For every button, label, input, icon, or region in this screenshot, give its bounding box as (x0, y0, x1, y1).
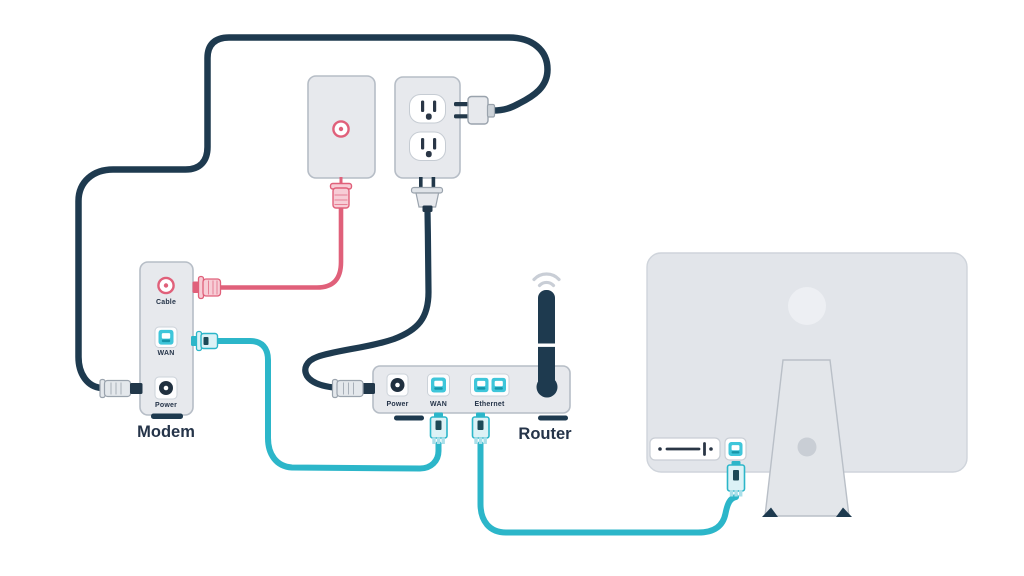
cable-router-ethernet-to-computer (477, 441, 739, 536)
coax-connector-modem (192, 275, 222, 300)
cable-outlet-to-router-power (302, 207, 432, 391)
modem-cable-port-label: Cable (156, 299, 176, 306)
rj45-port-icon (431, 377, 446, 393)
cables (75, 34, 739, 536)
router-power-inlet (362, 383, 375, 394)
router-foot-left (394, 415, 424, 421)
router-label: Router (518, 425, 572, 443)
power-connector-modem (99, 378, 143, 399)
power-plug-bottom (410, 177, 444, 212)
computer-ethernet-plug (726, 461, 746, 497)
monitor-foot-left (762, 507, 778, 517)
router-ethernet-plug (471, 412, 490, 444)
modem-power-port-label: Power (155, 402, 177, 409)
panel-dot2-icon (709, 447, 713, 451)
modem-wan-port: WAN (154, 326, 178, 357)
router-foot-right (538, 415, 568, 421)
modem-power-port: Power (154, 376, 178, 409)
wifi-waves-icon (532, 272, 561, 288)
rj45-port-icon (491, 377, 506, 393)
router: Power WAN Ethernet Router (331, 272, 572, 444)
monitor-ethernet-port-icon (728, 442, 743, 456)
computer-monitor-back (646, 252, 968, 517)
monitor-stand-hole (797, 437, 817, 457)
panel-dot-icon (658, 447, 662, 451)
modem-wan-port-label: WAN (158, 350, 175, 357)
router-wan-port-label: WAN (430, 401, 447, 408)
cable-outlet-to-modem-power (75, 34, 551, 392)
router-power-port-label: Power (386, 401, 408, 408)
outlet-receptacle-top (409, 94, 446, 124)
power-plug-top (454, 95, 496, 125)
router-power-port: Power (386, 373, 409, 408)
cable-coax-wall-to-modem (218, 205, 344, 290)
coax-port-icon (332, 120, 350, 138)
monitor-logo-circle (788, 287, 826, 325)
ethernet-connector-modem-wan (191, 330, 219, 352)
modem: Cable WAN Power Modem (99, 261, 222, 441)
coax-connector-wall (329, 177, 353, 209)
router-antenna (536, 290, 558, 398)
modem-label: Modem (137, 423, 195, 441)
rj45-port-icon (158, 329, 174, 345)
router-ethernet-ports: Ethernet (470, 373, 510, 408)
cable-modem-wan-to-router-wan (213, 338, 442, 472)
outlet-receptacle-bottom (409, 131, 446, 161)
monitor-foot-right (836, 507, 852, 517)
modem-foot (151, 413, 183, 419)
coax-wall-plate (307, 75, 376, 209)
monitor-ports-panel (649, 437, 747, 461)
rj45-port-icon (474, 377, 489, 393)
power-connector-router (331, 378, 364, 399)
modem-cable-port: Cable (156, 276, 176, 306)
router-wan-plug (429, 412, 448, 444)
power-outlet (394, 76, 496, 212)
router-ethernet-port-label: Ethernet (475, 401, 505, 408)
router-wan-port: WAN (427, 373, 450, 408)
